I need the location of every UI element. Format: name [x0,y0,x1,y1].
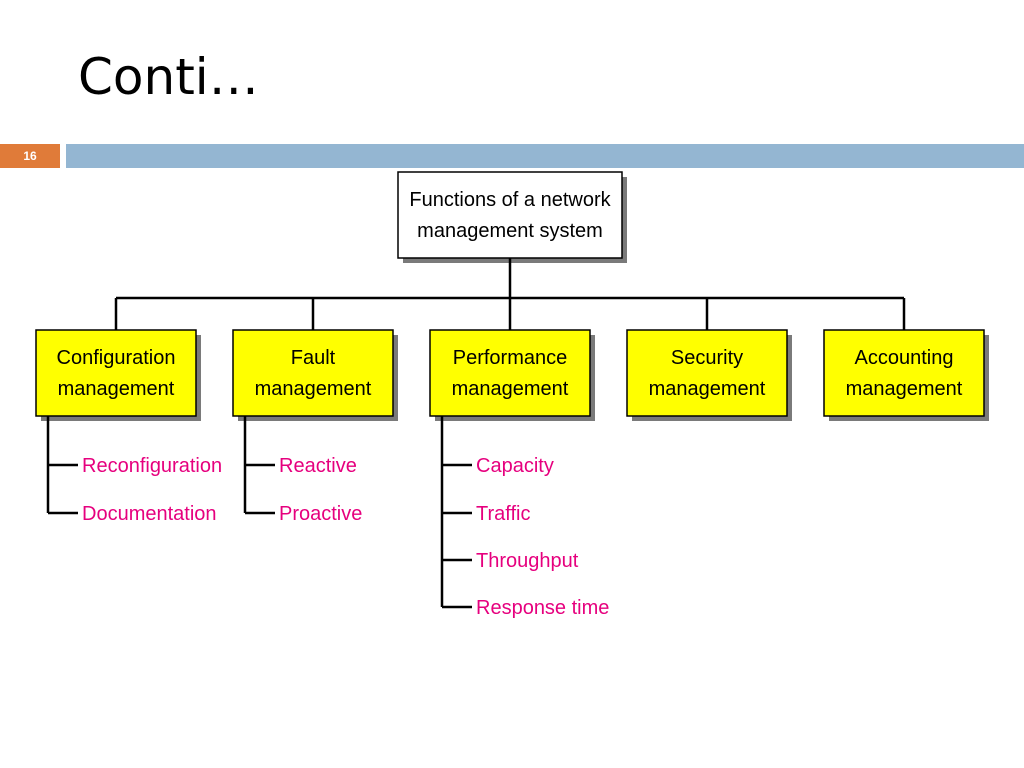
item-label-configuration: Reconfiguration [82,455,222,477]
category-label-fault: Fault [291,347,336,369]
category-box-configuration [35,329,197,417]
item-label-performance: Throughput [476,550,579,572]
category-box-fault [232,329,394,417]
root-label: Functions of a network [409,189,611,211]
category-label-performance: management [452,378,569,400]
category-box-accounting [823,329,985,417]
category-label-security: Security [671,347,743,369]
item-label-fault: Proactive [279,503,362,525]
category-label-performance: Performance [453,347,568,369]
category-label-security: management [649,378,766,400]
item-label-performance: Response time [476,597,609,619]
category-label-accounting: management [846,378,963,400]
category-box-performance [429,329,591,417]
root-box [397,171,623,259]
slide-number-badge: 16 [0,144,60,168]
item-label-configuration: Documentation [82,503,217,525]
category-label-configuration: Configuration [57,347,176,369]
category-label-accounting: Accounting [855,347,954,369]
category-label-configuration: management [58,378,175,400]
category-box-security [626,329,788,417]
root-label: management system [417,220,603,242]
item-label-performance: Capacity [476,455,554,477]
category-label-fault: management [255,378,372,400]
slide-title: Conti… [78,48,259,106]
item-label-fault: Reactive [279,455,357,477]
header-bar [66,144,1024,168]
item-label-performance: Traffic [476,503,530,525]
